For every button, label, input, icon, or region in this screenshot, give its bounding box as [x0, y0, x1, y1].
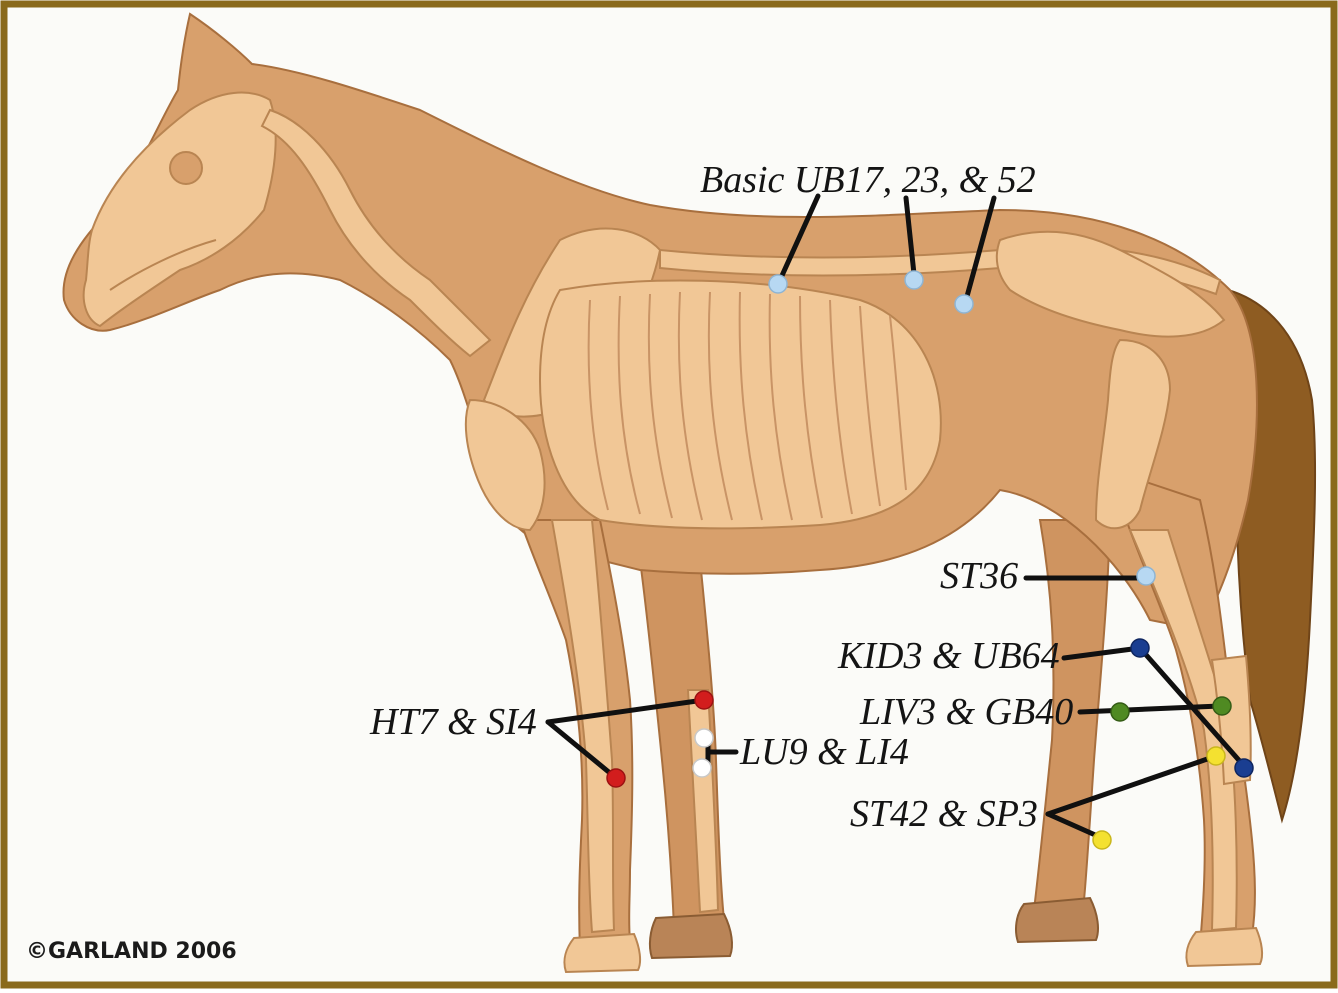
point-liv3 — [1111, 703, 1129, 721]
point-st42 — [1207, 747, 1225, 765]
label-basic-ub: Basic UB17, 23, & 52 — [700, 159, 1036, 201]
label-liv3-gb40: LIV3 & GB40 — [859, 691, 1073, 733]
point-li4 — [693, 759, 711, 777]
point-lu9 — [695, 729, 713, 747]
point-st36 — [1137, 567, 1155, 585]
label-kid3-ub64: KID3 & UB64 — [837, 635, 1060, 677]
point-si4 — [607, 769, 625, 787]
point-ub52 — [955, 295, 973, 313]
point-ub23 — [905, 271, 923, 289]
point-sp3 — [1093, 831, 1111, 849]
point-kid3 — [1131, 639, 1149, 657]
label-st42-sp3: ST42 & SP3 — [850, 793, 1038, 835]
label-ht7-si4: HT7 & SI4 — [369, 701, 537, 743]
point-ub17 — [769, 275, 787, 293]
label-lu9-li4: LU9 & LI4 — [739, 731, 909, 773]
copyright-text: ©GARLAND 2006 — [26, 939, 237, 964]
label-st36: ST36 — [940, 555, 1018, 597]
point-gb40 — [1213, 697, 1231, 715]
point-ub64 — [1235, 759, 1253, 777]
point-ht7 — [695, 691, 713, 709]
